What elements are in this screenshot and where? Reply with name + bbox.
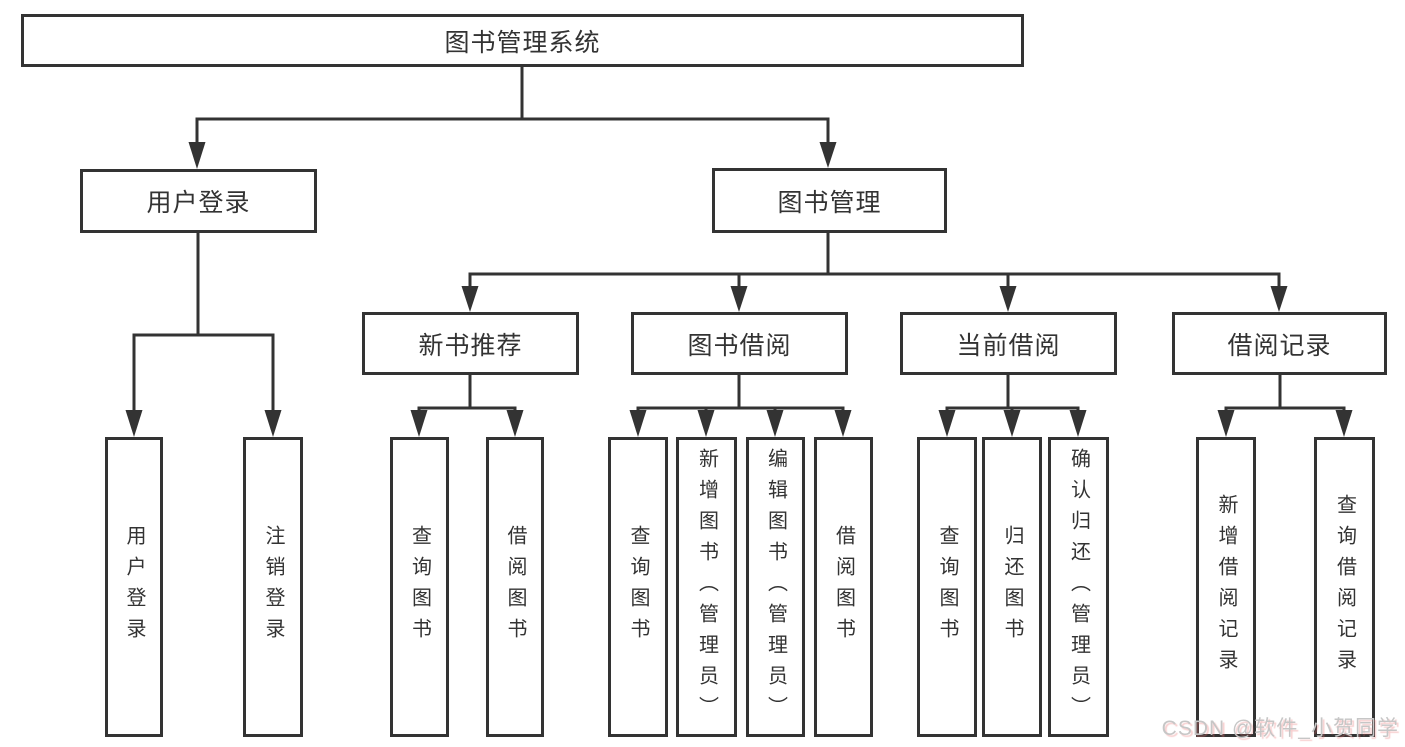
connector-user-login-to-leaves (125, 233, 282, 437)
connector-root-to-level2 (188, 67, 837, 169)
node-book-management: 图书管理 (712, 168, 947, 233)
node-current-borrow: 当前借阅 (900, 312, 1117, 375)
connector-borrow-records-to-leaves (1217, 375, 1353, 437)
node-user-login: 用户登录 (80, 169, 317, 233)
leaf-borrow-add-books-admin: 新增图书（管理员） (676, 437, 737, 737)
leaf-borrow-query-books: 查询图书 (608, 437, 668, 737)
leaf-current-query-books-label: 查询图书 (936, 525, 958, 649)
leaf-newbooks-borrow-books-label: 借阅图书 (504, 525, 526, 649)
leaf-current-return-books: 归还图书 (982, 437, 1042, 737)
leaf-current-query-books: 查询图书 (917, 437, 977, 737)
node-new-book-recommend: 新书推荐 (362, 312, 579, 375)
leaf-records-add-record: 新增借阅记录 (1196, 437, 1256, 737)
leaf-borrow-edit-books-admin-label: 编辑图书（管理员） (764, 447, 787, 727)
node-root-system: 图书管理系统 (21, 14, 1024, 67)
leaf-borrow-borrow-books: 借阅图书 (814, 437, 873, 737)
leaf-records-add-record-label: 新增借阅记录 (1215, 494, 1237, 680)
node-book-borrow: 图书借阅 (631, 312, 848, 375)
csdn-watermark: CSDN @软件_小贺同学 (1161, 717, 1399, 740)
leaf-borrow-borrow-books-label: 借阅图书 (832, 525, 855, 649)
leaf-records-query-record-label: 查询借阅记录 (1333, 494, 1356, 680)
leaf-current-confirm-return-admin-label: 确认归还（管理员） (1067, 447, 1090, 727)
leaf-borrow-edit-books-admin: 编辑图书（管理员） (746, 437, 805, 737)
leaf-user-login-label: 用户登录 (123, 525, 145, 649)
leaf-newbooks-borrow-books: 借阅图书 (486, 437, 544, 737)
leaf-records-query-record: 查询借阅记录 (1314, 437, 1375, 737)
leaf-logout-label: 注销登录 (262, 525, 284, 649)
leaf-newbooks-query-books: 查询图书 (390, 437, 449, 737)
leaf-user-login: 用户登录 (105, 437, 163, 737)
leaf-current-return-books-label: 归还图书 (1001, 525, 1023, 649)
leaf-borrow-query-books-label: 查询图书 (627, 525, 649, 649)
connector-book-management-to-level3 (461, 233, 1288, 312)
connector-book-borrow-to-leaves (629, 375, 852, 437)
leaf-logout: 注销登录 (243, 437, 303, 737)
connector-new-book-to-leaves (410, 375, 524, 437)
leaf-newbooks-query-books-label: 查询图书 (408, 525, 431, 649)
connector-current-borrow-to-leaves (938, 375, 1087, 437)
leaf-borrow-add-books-admin-label: 新增图书（管理员） (695, 447, 718, 727)
node-borrow-records: 借阅记录 (1172, 312, 1387, 375)
leaf-current-confirm-return-admin: 确认归还（管理员） (1048, 437, 1109, 737)
